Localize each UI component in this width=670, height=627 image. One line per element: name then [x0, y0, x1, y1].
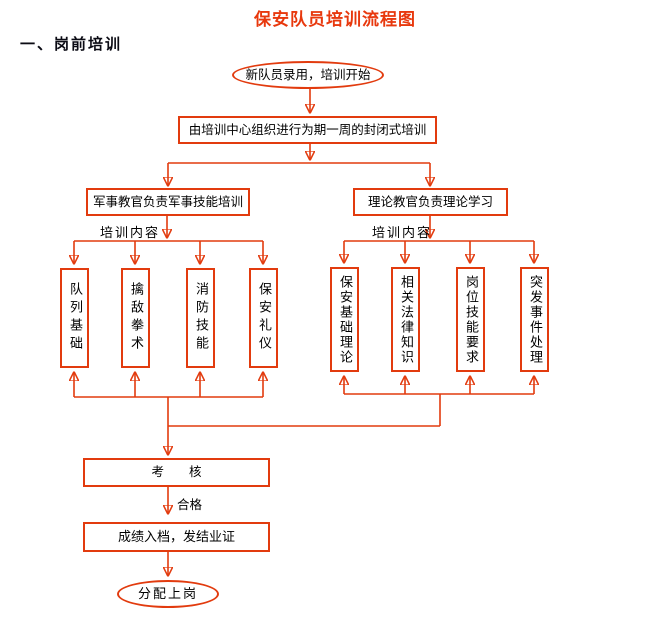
- start-node: 新队员录用，培训开始: [232, 61, 384, 89]
- theory-branch-box: 理论教官负责理论学习: [353, 188, 508, 216]
- course-box-right-1: 保安基础理论: [330, 267, 359, 372]
- content-label-left: 培训内容: [100, 226, 161, 241]
- page-title: 保安队员培训流程图: [254, 10, 416, 30]
- exam-box: 考 核: [83, 458, 270, 487]
- main-training-box: 由培训中心组织进行为期一周的封闭式培训: [178, 116, 437, 144]
- military-branch-box: 军事教官负责军事技能培训: [86, 188, 250, 216]
- course-box-left-4: 保安礼仪: [249, 268, 278, 368]
- course-box-left-2: 擒敌拳术: [121, 268, 150, 368]
- course-box-left-1: 队列基础: [60, 268, 89, 368]
- pass-label: 合格: [177, 497, 203, 512]
- course-box-right-4: 突发事件处理: [520, 267, 549, 372]
- course-box-right-2: 相关法律知识: [391, 267, 420, 372]
- end-node: 分配上岗: [117, 580, 219, 608]
- section-heading: 一、岗前培训: [20, 35, 123, 53]
- content-label-right: 培训内容: [372, 226, 433, 241]
- course-box-right-3: 岗位技能要求: [456, 267, 485, 372]
- course-box-left-3: 消防技能: [186, 268, 215, 368]
- archive-box: 成绩入档，发结业证: [83, 522, 270, 552]
